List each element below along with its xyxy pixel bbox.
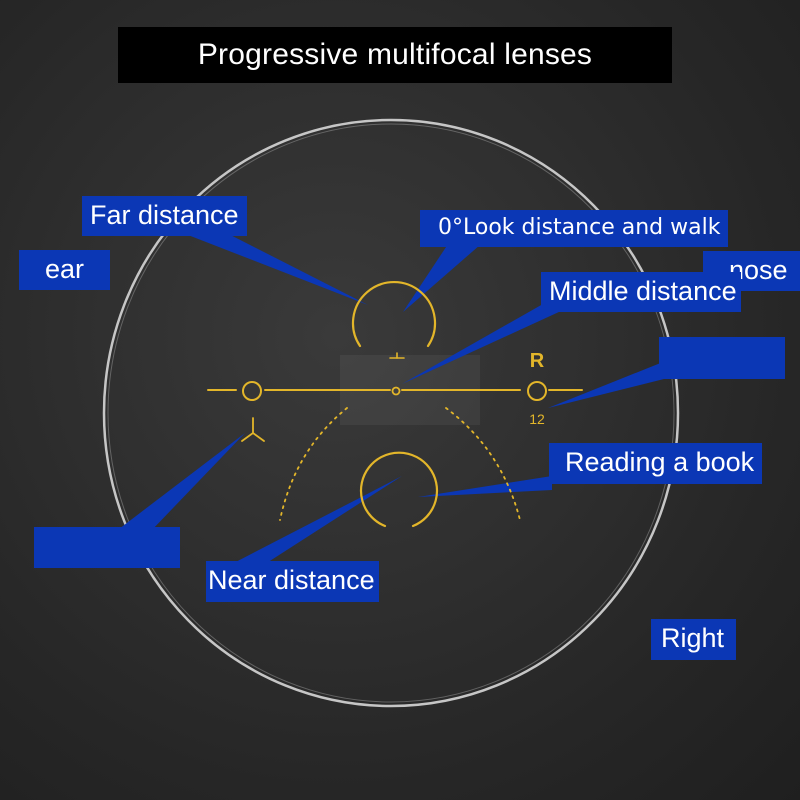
- label-look-distance-walk: 0°Look distance and walk: [420, 210, 728, 247]
- label-near-distance: Near distance: [206, 561, 379, 602]
- left-addition-mark: [242, 418, 264, 441]
- corridor-left: [280, 408, 347, 520]
- right-engraving-circle: [528, 382, 546, 400]
- lens-number: 12: [529, 411, 545, 427]
- lens-side-letter: R: [530, 350, 545, 372]
- label-right: Right: [651, 619, 736, 660]
- pointer-reading-book: [418, 476, 552, 497]
- label-far-distance: Far distance: [82, 196, 247, 236]
- label-middle-distance: Middle distance: [541, 272, 741, 312]
- label-blank-ear-mark: [34, 527, 180, 568]
- left-engraving-circle: [243, 382, 261, 400]
- near-distance-arc: [361, 453, 437, 526]
- label-ear: ear: [19, 250, 110, 290]
- page-title: Progressive multifocal lenses: [118, 27, 672, 83]
- pointer-reference-mark: [548, 360, 668, 408]
- pointer-ear-mark: [115, 433, 245, 532]
- label-blank-reference: [659, 337, 785, 379]
- pointer-look-distance: [403, 238, 488, 312]
- label-reading-book: Reading a book: [549, 443, 762, 484]
